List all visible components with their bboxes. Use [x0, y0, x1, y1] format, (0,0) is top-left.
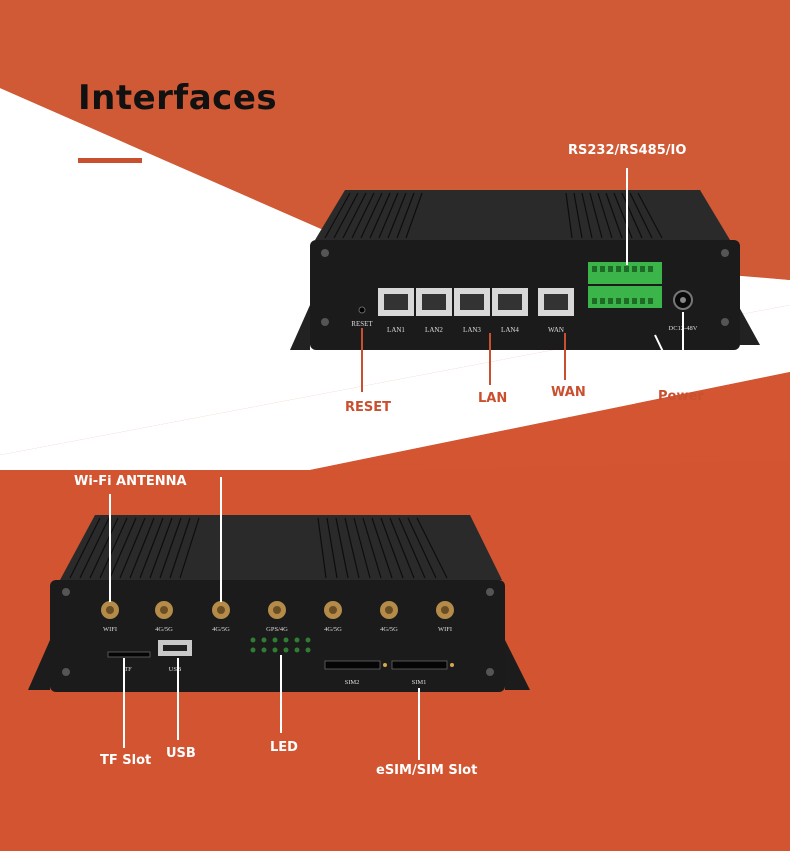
serial-callout: RS232/RS485/IO: [568, 143, 687, 158]
terminal-block-top: [588, 262, 662, 284]
top-right-flange: [738, 305, 760, 345]
bottom-router-lid: [60, 515, 502, 580]
lan-port-group: [378, 288, 528, 316]
antenna-connectors: [101, 601, 454, 619]
lan1-label: LAN1: [387, 326, 405, 334]
screw-icon: [62, 588, 70, 596]
antenna-5g-callout: 4G/5G ANTENNA: [180, 450, 300, 465]
tf-card-slot: [107, 651, 151, 658]
top-router: RESET LAN1 LAN2 LAN3 LAN4 WAN: [290, 168, 760, 392]
antenna-2-label: 4G/5G: [212, 626, 230, 633]
reset-pinhole: [358, 306, 366, 314]
terminal-block-bottom: [588, 286, 662, 308]
antenna-4-label: 4G/5G: [380, 626, 398, 633]
reset-callout: RESET: [345, 400, 392, 415]
lan2-socket: [422, 294, 446, 310]
gps-label: GPS/4G: [266, 626, 288, 633]
lan4-label: LAN4: [501, 326, 519, 334]
status-leds: [250, 637, 311, 653]
wan-callout: WAN: [551, 385, 586, 400]
antenna-3-label: 4G/5G: [324, 626, 342, 633]
screw-icon: [721, 249, 729, 257]
top-leader-lines: [361, 328, 566, 392]
bottom-left-flange: [28, 640, 50, 690]
power-callout: Power: [658, 389, 704, 404]
screw-icon: [321, 249, 329, 257]
tf-slot-callout: TF Slot: [100, 753, 152, 768]
wan-label: WAN: [548, 326, 564, 334]
screw-icon: [321, 318, 329, 326]
lan3-socket: [460, 294, 484, 310]
page-title: Interfaces: [78, 78, 278, 118]
top-leader-lines-white: [626, 168, 684, 384]
bottom-router: WIFI 4G/5G 4G/5G GPS/4G 4G/5G 4G/5G WIFI…: [28, 477, 530, 760]
top-left-flange: [290, 305, 310, 350]
wifi-antenna-callout: Wi-Fi ANTENNA: [74, 474, 187, 489]
sim2-slot: [324, 660, 381, 670]
title-underline: [78, 158, 142, 163]
usb-callout: USB: [166, 746, 196, 761]
screw-icon: [721, 318, 729, 326]
sim1-label: SIM1: [412, 679, 427, 686]
sim2-label: SIM2: [345, 679, 360, 686]
lan-callout: LAN: [478, 391, 508, 406]
top-router-lid: [315, 190, 730, 240]
dc-power-pin: [680, 297, 686, 303]
sim1-eject-icon: [450, 663, 454, 667]
sim2-eject-icon: [383, 663, 387, 667]
usb-socket: [163, 645, 187, 651]
usb-label: USB: [169, 666, 182, 673]
terminal-screws: [592, 266, 653, 304]
wan-socket: [544, 294, 568, 310]
led-callout: LED: [270, 740, 298, 755]
bottom-leader-lines: [109, 477, 420, 760]
screw-icon: [486, 668, 494, 676]
wifi-right-label: WIFI: [438, 626, 452, 633]
bottom-right-flange: [505, 640, 530, 690]
screw-icon: [62, 668, 70, 676]
wifi-left-label: WIFI: [103, 626, 117, 633]
sim1-slot: [391, 660, 448, 670]
bottom-router-heatsink: [69, 517, 448, 579]
tf-label: TF: [124, 666, 132, 673]
antenna-1-label: 4G/5G: [155, 626, 173, 633]
bottom-router-front-panel: [50, 580, 505, 692]
lan3-label: LAN3: [463, 326, 481, 334]
lan1-socket: [384, 294, 408, 310]
lan4-socket: [498, 294, 522, 310]
top-router-heatsink: [324, 192, 663, 239]
lan2-label: LAN2: [425, 326, 443, 334]
sim-slot-callout: eSIM/SIM Slot: [376, 763, 478, 778]
reset-port-label: RESET: [351, 320, 373, 328]
screw-icon: [486, 588, 494, 596]
